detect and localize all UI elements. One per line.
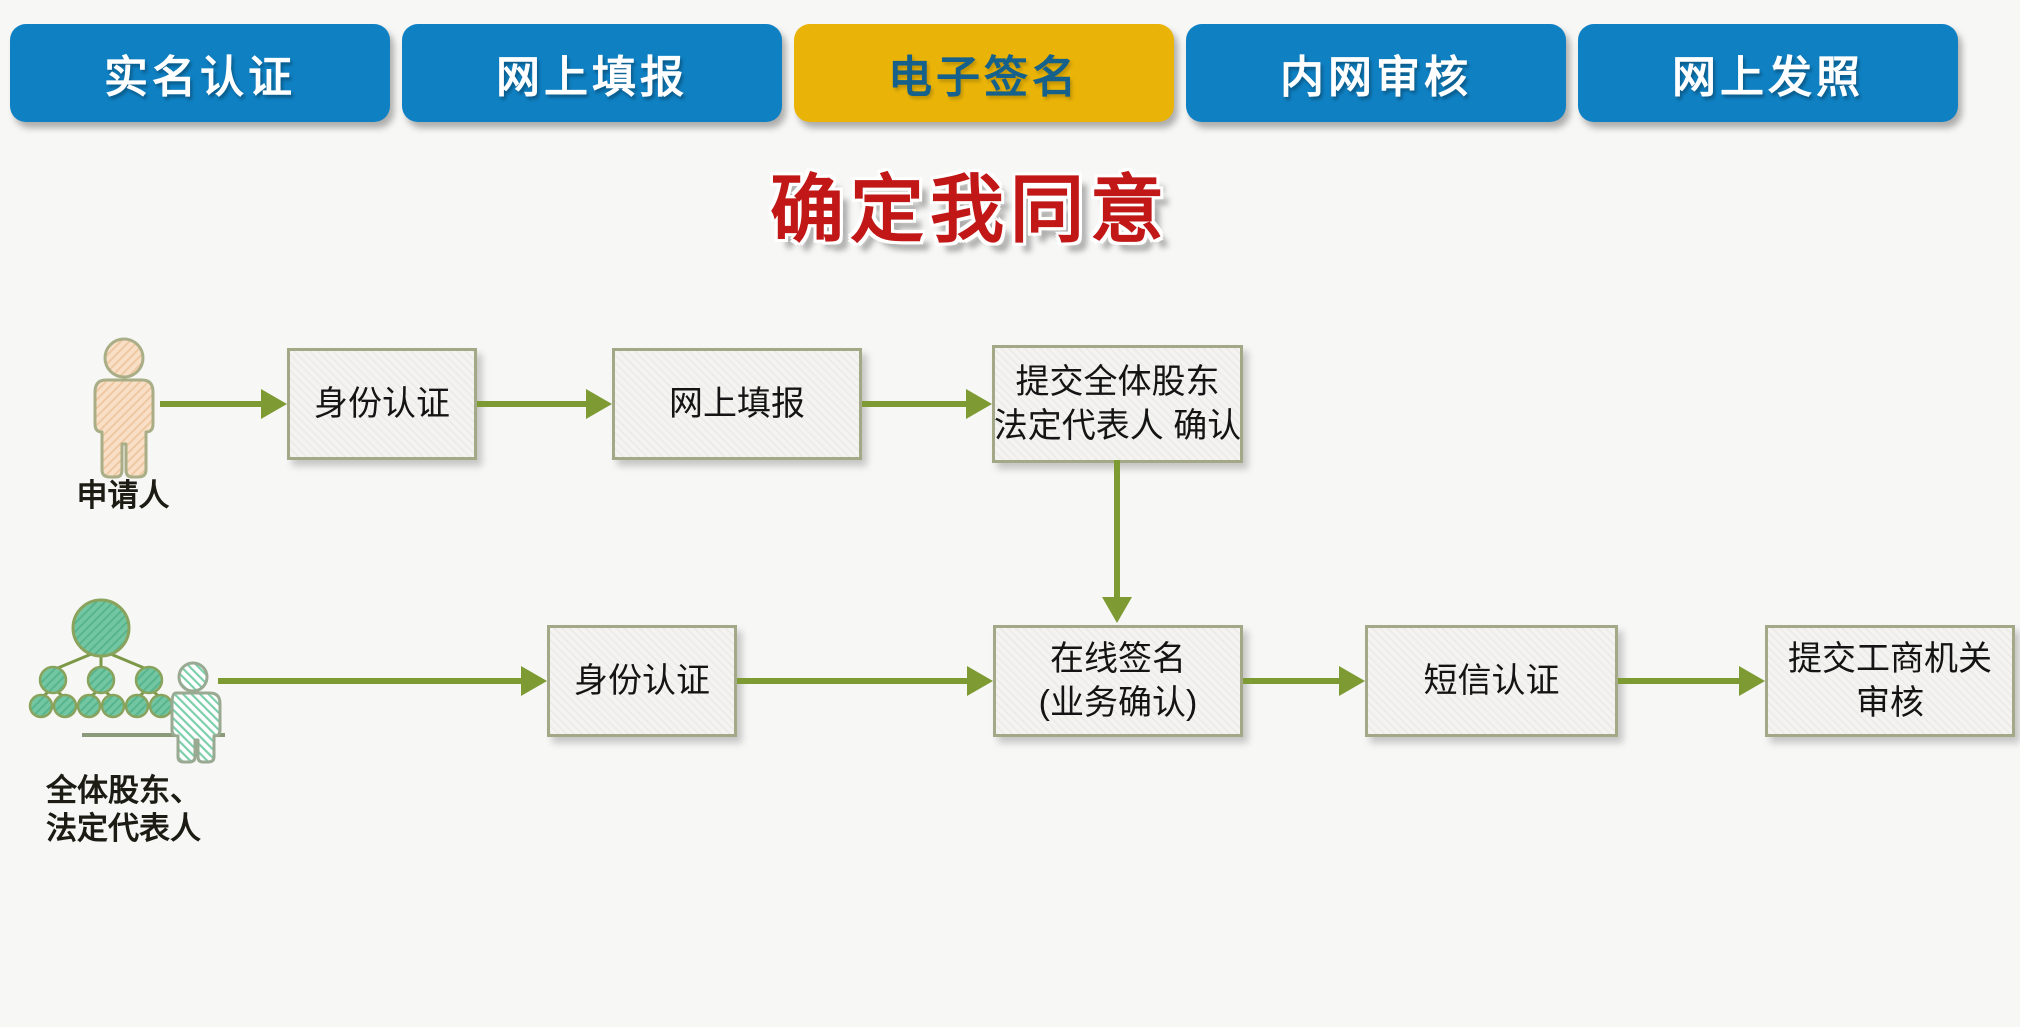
arrow-right-icon	[160, 389, 287, 419]
arrow-line	[218, 678, 525, 684]
step-label-line1: 提交全体股东	[1015, 363, 1220, 401]
arrow-right-icon	[1618, 666, 1765, 696]
step-label: 网上填报	[669, 385, 805, 423]
step-submit-authority-review: 提交工商机关 审核	[1765, 625, 2015, 737]
step-label-line2: 审核	[1856, 684, 1924, 722]
arrow-line	[1243, 678, 1343, 684]
arrow-down-icon	[1102, 460, 1132, 623]
shareholders-org-icon	[20, 592, 245, 782]
arrow-head	[521, 666, 547, 696]
shareholders-label-line2: 法定代表人	[46, 811, 201, 846]
step-label-line1: 提交工商机关	[1788, 640, 1992, 678]
arrow-line	[737, 678, 971, 684]
arrow-line	[160, 401, 265, 407]
arrow-head	[1739, 666, 1765, 696]
step-label-line2: 法定代表人 确认	[993, 407, 1242, 445]
arrow-head	[967, 666, 993, 696]
step-label: 身份认证	[574, 662, 710, 700]
tab-online-filing[interactable]: 网上填报	[402, 24, 782, 122]
arrow-line	[862, 401, 970, 407]
shareholders-label-line1: 全体股东、	[46, 773, 201, 808]
step-online-signature: 在线签名 (业务确认)	[993, 625, 1243, 737]
shareholders-label: 全体股东、 法定代表人	[46, 772, 266, 848]
step-identity-auth-2: 身份认证	[547, 625, 737, 737]
step-sms-auth: 短信认证	[1365, 625, 1618, 737]
applicant-person-icon	[78, 332, 170, 487]
step-online-filing: 网上填报	[612, 348, 862, 460]
arrow-head	[1102, 597, 1132, 623]
arrow-right-icon	[218, 666, 547, 696]
page-title: 确定我同意	[770, 168, 1170, 251]
arrow-head	[261, 389, 287, 419]
tab-online-license[interactable]: 网上发照	[1578, 24, 1958, 122]
arrow-line	[477, 401, 590, 407]
arrow-right-icon	[862, 389, 992, 419]
arrow-right-icon	[737, 666, 993, 696]
step-identity-auth-1: 身份认证	[287, 348, 477, 460]
step-label: 身份认证	[314, 385, 450, 423]
tab-e-signature-active[interactable]: 电子签名	[794, 24, 1174, 122]
arrow-head	[586, 389, 612, 419]
step-label: 短信认证	[1423, 662, 1560, 700]
arrow-line	[1618, 678, 1743, 684]
arrow-head	[1339, 666, 1365, 696]
arrow-right-icon	[1243, 666, 1365, 696]
step-label-line1: 在线签名	[1050, 640, 1186, 678]
arrow-line	[1114, 460, 1120, 601]
arrow-right-icon	[477, 389, 612, 419]
tab-intranet-review[interactable]: 内网审核	[1186, 24, 1566, 122]
arrow-head	[966, 389, 992, 419]
step-submit-shareholders-confirm: 提交全体股东 法定代表人 确认	[992, 345, 1243, 463]
tab-real-name-auth[interactable]: 实名认证	[10, 24, 390, 122]
applicant-label: 申请人	[76, 478, 170, 513]
step-label-line2: (业务确认)	[1038, 684, 1198, 722]
